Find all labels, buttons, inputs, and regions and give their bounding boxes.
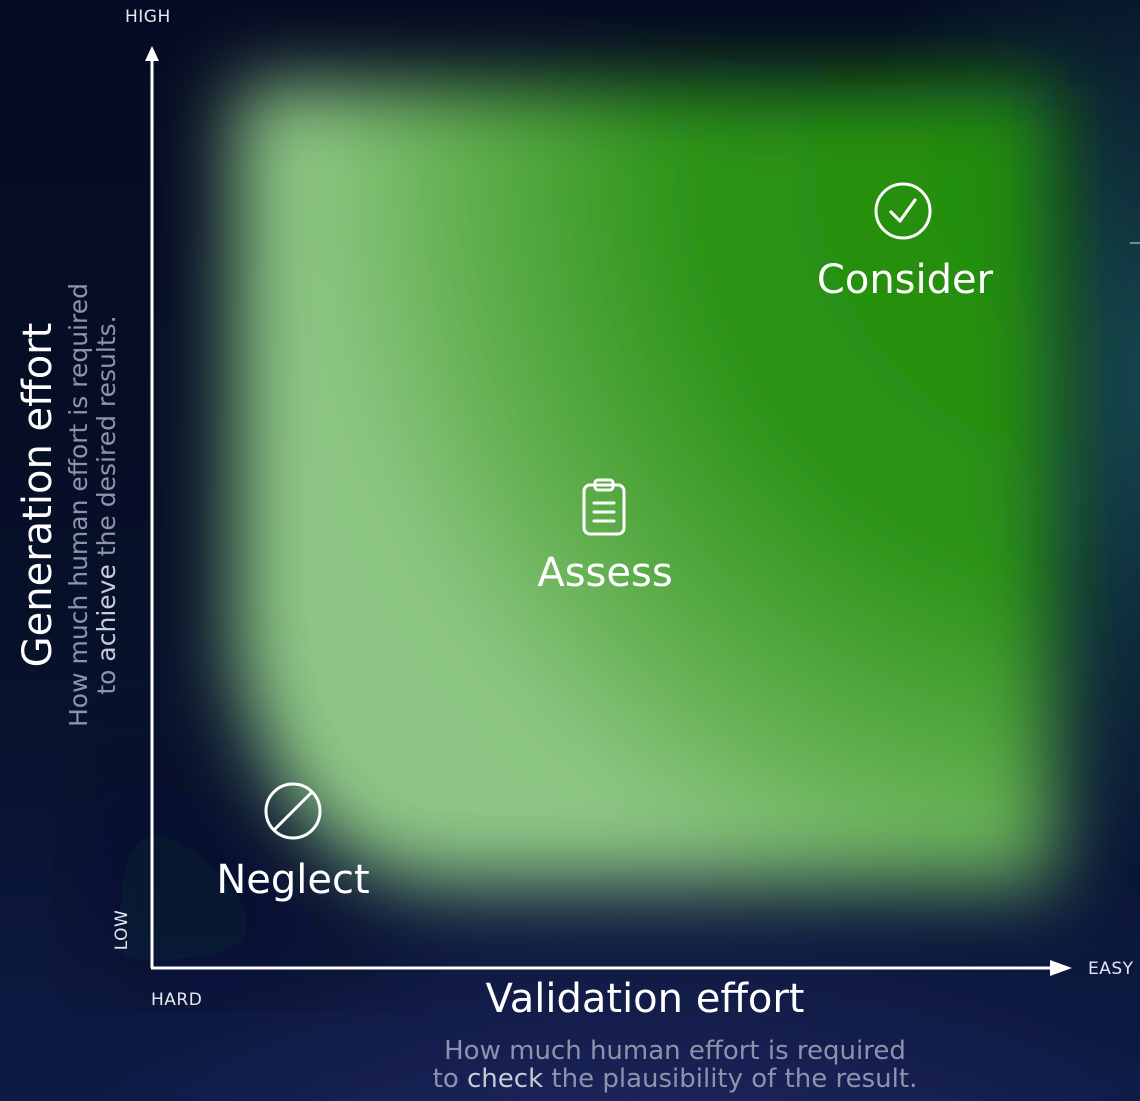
clipboard-icon [582,478,626,536]
x-axis-description: How much human effort is required to che… [395,1037,955,1093]
region-label-assess: Assess [537,550,673,596]
x-axis-description-line2: to check the plausibility of the result. [432,1064,918,1094]
y-axis-title: Generation effort [15,322,61,668]
y-axis-high-label: HIGH [125,7,171,27]
prohibited-icon [264,782,322,840]
y-axis-description: How much human effort is required to ach… [64,265,125,745]
x-axis-high-label: EASY [1088,959,1134,979]
region-label-neglect: Neglect [216,857,370,903]
x-axis-arrow [1050,960,1072,976]
check-circle-icon [874,182,932,240]
x-axis-low-label: HARD [151,990,203,1010]
x-axis-description-line1: How much human effort is required [444,1036,906,1066]
y-axis-description-line1: How much human effort is required [64,283,93,727]
region-label-consider: Consider [816,257,994,303]
y-axis-description-line2: to achieve the desired results. [92,315,121,695]
y-axis-arrow [145,46,159,61]
y-axis-low-label: LOW [112,909,132,951]
x-axis-title: Validation effort [485,976,805,1022]
